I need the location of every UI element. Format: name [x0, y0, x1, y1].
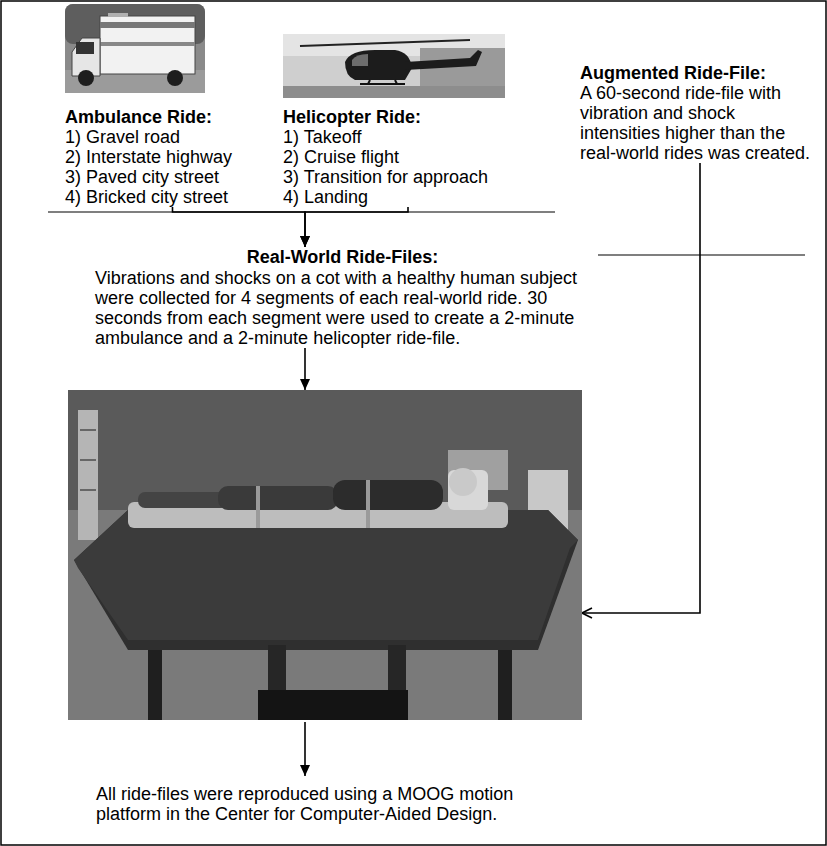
- photo-caption-group: All ride-files were reproduced using a M…: [68, 390, 582, 824]
- list-item: 1) Takeoff: [283, 127, 533, 147]
- platform-photo: [68, 390, 582, 720]
- list-item: 2) Cruise flight: [283, 147, 533, 167]
- text-group: Ambulance Ride:1) Gravel road2) Intersta…: [65, 107, 280, 207]
- section-heading: Helicopter Ride:: [283, 107, 533, 127]
- separator-line: [598, 254, 805, 255]
- flow-arrow: [305, 207, 408, 247]
- list-item: 4) Bricked city street: [65, 187, 280, 207]
- flow-arrow: [304, 348, 306, 390]
- flow-arrow: [582, 163, 700, 613]
- flow-arrow: [68, 720, 582, 782]
- text-group: Augmented Ride-File:A 60-second ride-fil…: [580, 63, 816, 163]
- helicopter-photo: [283, 34, 505, 98]
- section-heading: Ambulance Ride:: [65, 107, 280, 127]
- text-group: Helicopter Ride:1) Takeoff2) Cruise flig…: [283, 107, 533, 207]
- list-item: 4) Landing: [283, 187, 533, 207]
- ambulance-photo: [65, 4, 205, 93]
- list-item: 1) Gravel road: [65, 127, 280, 147]
- body-text: Vibrations and shocks on a cot with a he…: [95, 268, 590, 348]
- section-heading: Augmented Ride-File:: [580, 63, 816, 83]
- caption-text: All ride-files were reproduced using a M…: [96, 784, 576, 824]
- flow-arrow: [173, 207, 306, 247]
- text-group: Real-World Ride-Files:Vibrations and sho…: [95, 247, 590, 348]
- list-item: 3) Paved city street: [65, 167, 280, 187]
- list-item: 3) Transition for approach: [283, 167, 533, 187]
- body-text: A 60-second ride-file with vibration and…: [580, 83, 816, 163]
- list-item: 2) Interstate highway: [65, 147, 280, 167]
- section-heading: Real-World Ride-Files:: [95, 247, 590, 267]
- arrow-line: [304, 722, 306, 776]
